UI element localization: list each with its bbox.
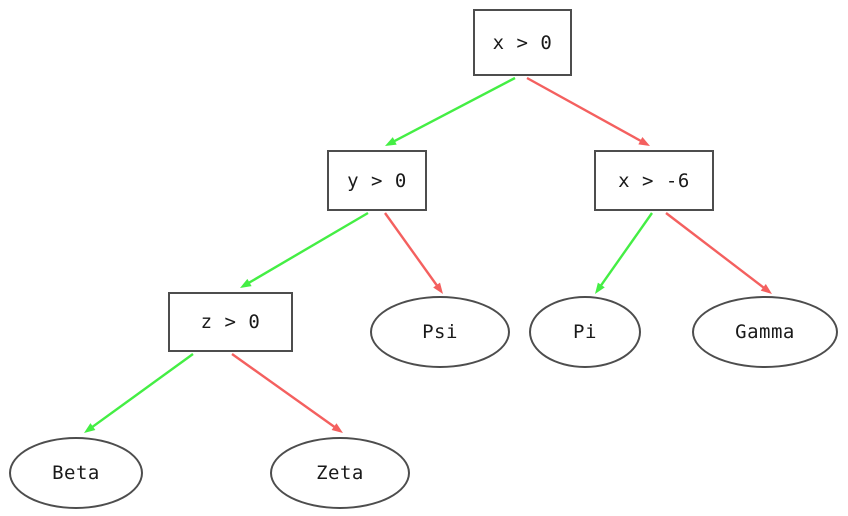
leaf-node-zeta[interactable]: Zeta <box>270 437 410 509</box>
edge-zgt0-to-zeta-false <box>231 353 343 433</box>
edge-xgtm6-to-gamma-false <box>665 212 772 294</box>
node-label: x > 0 <box>492 31 553 54</box>
edge-arrowhead <box>595 282 605 294</box>
edge-line <box>665 212 767 291</box>
node-label: Psi <box>422 321 458 343</box>
edge-arrowhead <box>433 282 443 294</box>
edge-arrowhead <box>760 283 772 294</box>
edge-arrowhead <box>331 423 343 433</box>
edge-arrowhead <box>638 137 650 146</box>
edge-arrowhead <box>84 423 96 433</box>
decision-node-ygt0[interactable]: y > 0 <box>327 150 427 211</box>
edge-zgt0-to-beta-true <box>84 353 194 433</box>
edge-line <box>231 353 338 430</box>
leaf-node-pi[interactable]: Pi <box>529 296 641 368</box>
edge-line <box>391 76 516 144</box>
node-label: z > 0 <box>200 311 261 333</box>
edge-xgtm6-to-pi-true <box>595 212 653 294</box>
edge-ygt0-to-psi-false <box>384 212 443 294</box>
edge-root-to-xgtm6-false <box>526 76 650 146</box>
decision-node-xgtm6[interactable]: x > -6 <box>594 150 714 211</box>
node-label: Zeta <box>316 462 364 484</box>
edge-line <box>598 212 653 289</box>
node-label: Pi <box>573 321 597 343</box>
edge-arrowhead <box>240 278 252 288</box>
edge-line <box>384 212 440 289</box>
edge-line <box>246 211 369 285</box>
decision-node-root[interactable]: x > 0 <box>473 9 572 76</box>
node-label: Gamma <box>735 321 795 343</box>
edge-line <box>89 353 194 430</box>
edge-ygt0-to-zgt0-true <box>240 211 369 288</box>
edge-root-to-ygt0-true <box>385 76 516 146</box>
leaf-node-psi[interactable]: Psi <box>370 296 510 368</box>
node-label: y > 0 <box>347 169 407 192</box>
leaf-node-beta[interactable]: Beta <box>9 437 143 509</box>
node-label: x > -6 <box>618 169 690 192</box>
node-label: Beta <box>52 462 100 484</box>
leaf-node-gamma[interactable]: Gamma <box>692 296 838 368</box>
edge-line <box>526 76 644 144</box>
decision-node-zgt0[interactable]: z > 0 <box>168 292 293 352</box>
edge-arrowhead <box>385 137 397 146</box>
